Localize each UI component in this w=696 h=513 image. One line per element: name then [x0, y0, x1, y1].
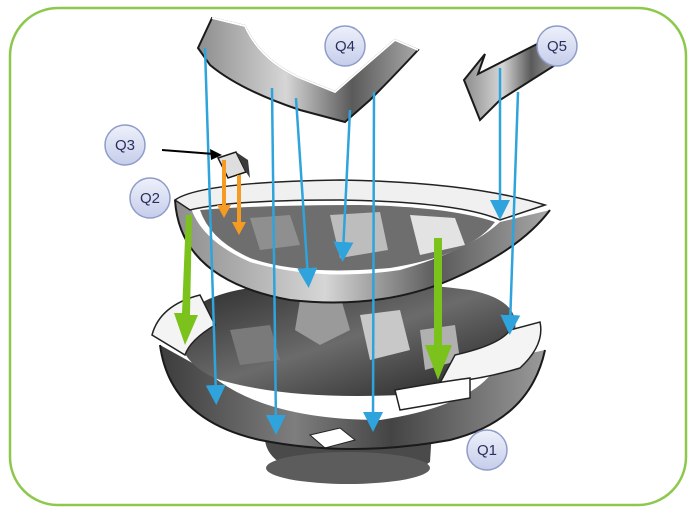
badge-q4-label: Q4: [335, 38, 355, 55]
badge-q3-label: Q3: [115, 137, 135, 154]
badge-q1: Q1: [467, 430, 507, 470]
badge-q2-label: Q2: [140, 190, 160, 207]
badge-q2: Q2: [130, 178, 170, 218]
badge-q1-label: Q1: [477, 442, 497, 459]
badge-q3: Q3: [105, 125, 145, 165]
blue-arrow-5: [373, 92, 374, 422]
badge-q5: Q5: [537, 26, 577, 66]
badge-q5-label: Q5: [547, 38, 567, 55]
badge-q4: Q4: [325, 26, 365, 66]
